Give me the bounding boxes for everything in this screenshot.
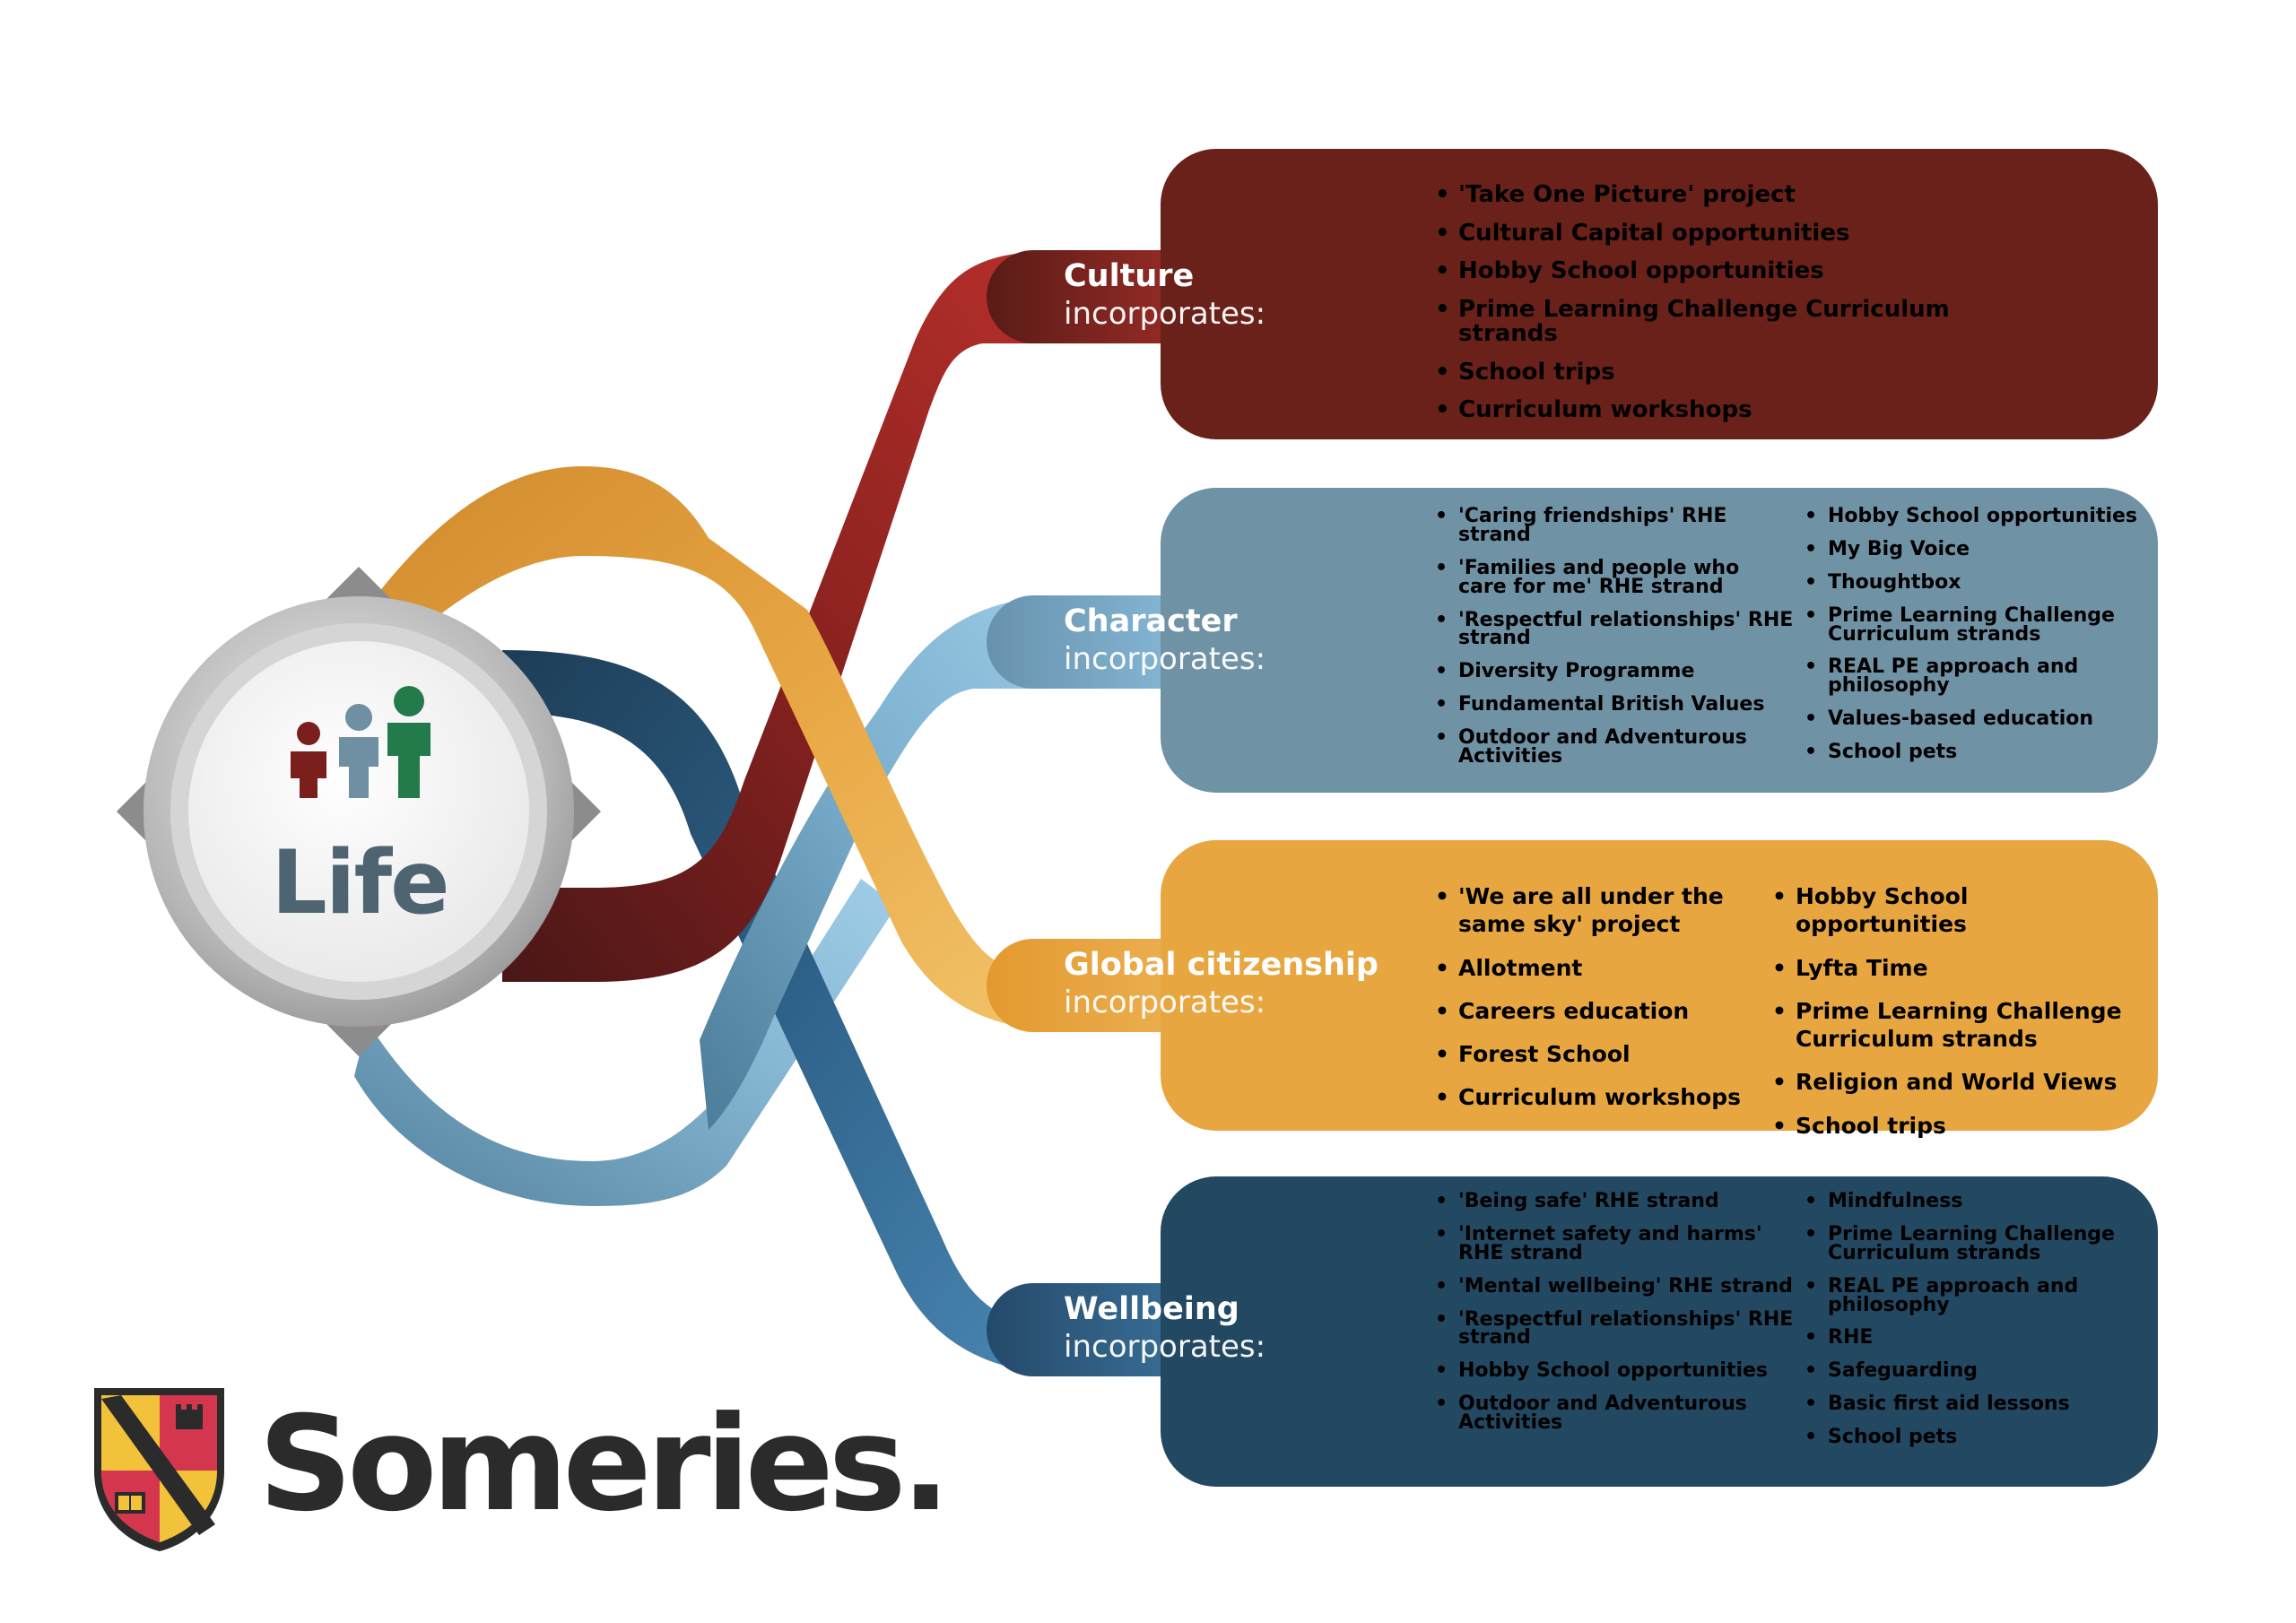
list-item: 'Respectful relationships' RHE strand [1435,610,1794,649]
character-subtitle: incorporates: [1064,641,1266,677]
character-items-right: Hobby School opportunities My Big Voice … [1805,507,2145,777]
culture-tab: Culture incorporates: [1048,250,1406,343]
list-item: Careers education [1435,997,1776,1026]
global-tab: Global citizenship incorporates: [1048,939,1406,1032]
list-item: 'We are all under the same sky' project [1435,882,1776,939]
list-item: Safeguarding [1805,1361,2145,1381]
list-item: Mindfulness [1805,1192,2145,1211]
list-item: RHE [1805,1328,2145,1348]
list-item: Outdoor and Adventurous Activities [1435,1394,1803,1433]
list-item: Prime Learning Challenge Curriculum stra… [1805,1224,2145,1263]
list-item: Curriculum workshops [1435,398,2027,423]
list-item: Prime Learning Challenge Curriculum stra… [1805,605,2145,645]
list-item: 'Respectful relationships' RHE strand [1435,1309,1803,1349]
wellbeing-items-left: 'Being safe' RHE strand 'Internet safety… [1435,1192,1803,1447]
character-items-left: 'Caring friendships' RHE strand 'Familie… [1435,507,1794,781]
list-item: Lyfta Time [1772,954,2140,983]
list-item: Curriculum workshops [1435,1083,1776,1112]
list-item: 'Being safe' RHE strand [1435,1192,1803,1211]
ribbon-global [359,466,1076,1032]
global-items-left: 'We are all under the same sky' project … [1435,882,1776,1127]
list-item: Forest School [1435,1040,1776,1069]
global-items-right: Hobby School opportunities Lyfta Time Pr… [1772,882,2140,1155]
list-item: School trips [1772,1112,2140,1141]
list-item: School pets [1805,742,2145,762]
list-item: Values-based education [1805,709,2145,729]
ribbon-wellbeing [354,879,897,1206]
list-item: Cultural Capital opportunities [1435,221,2027,247]
wellbeing-title: Wellbeing [1064,1291,1239,1327]
list-item: Diversity Programme [1435,662,1794,681]
list-item: Outdoor and Adventurous Activities [1435,728,1794,767]
list-item: Basic first aid lessons [1805,1394,2145,1414]
list-item: My Big Voice [1805,539,2145,560]
list-item: 'Mental wellbeing' RHE strand [1435,1276,1803,1297]
character-tab: Character incorporates: [1048,595,1406,689]
list-item: REAL PE approach and philosophy [1805,1276,2145,1315]
list-item: Hobby School opportunities [1435,1361,1803,1381]
list-item: Thoughtbox [1805,572,2145,593]
wellbeing-tab: Wellbeing incorporates: [1048,1283,1406,1376]
list-item: 'Internet safety and harms' RHE strand [1435,1224,1803,1263]
life-label: Life [271,832,449,934]
list-item: 'Families and people who care for me' RH… [1435,558,1794,597]
list-item: Hobby School opportunities [1805,507,2145,526]
life-emblem [117,567,601,1056]
list-item: 'Take One Picture' project [1435,182,2027,208]
brand-name: Someries. [258,1388,951,1541]
list-item: Prime Learning Challenge Curriculum stra… [1435,297,2027,347]
people-icon [291,686,430,798]
list-item: Hobby School opportunities [1772,882,2140,939]
wellbeing-subtitle: incorporates: [1064,1329,1266,1365]
list-item: School trips [1435,360,2027,386]
list-item: Fundamental British Values [1435,695,1794,715]
culture-title: Culture [1064,258,1195,294]
global-title: Global citizenship [1064,947,1378,983]
wellbeing-items-right: Mindfulness Prime Learning Challenge Cur… [1805,1192,2145,1462]
culture-items: 'Take One Picture' project Cultural Capi… [1435,182,2027,437]
list-item: REAL PE approach and philosophy [1805,657,2145,696]
ribbon-wellbeing-strand [502,650,1076,1376]
list-item: Allotment [1435,954,1776,983]
school-crest-icon [94,1388,224,1551]
character-title: Character [1064,603,1238,639]
global-subtitle: incorporates: [1064,985,1266,1020]
list-item: Prime Learning Challenge Curriculum stra… [1772,997,2140,1054]
list-item: 'Caring friendships' RHE strand [1435,507,1794,545]
list-item: Hobby School opportunities [1435,259,2027,284]
list-item: Religion and World Views [1772,1068,2140,1097]
list-item: School pets [1805,1428,2145,1447]
culture-subtitle: incorporates: [1064,296,1266,332]
